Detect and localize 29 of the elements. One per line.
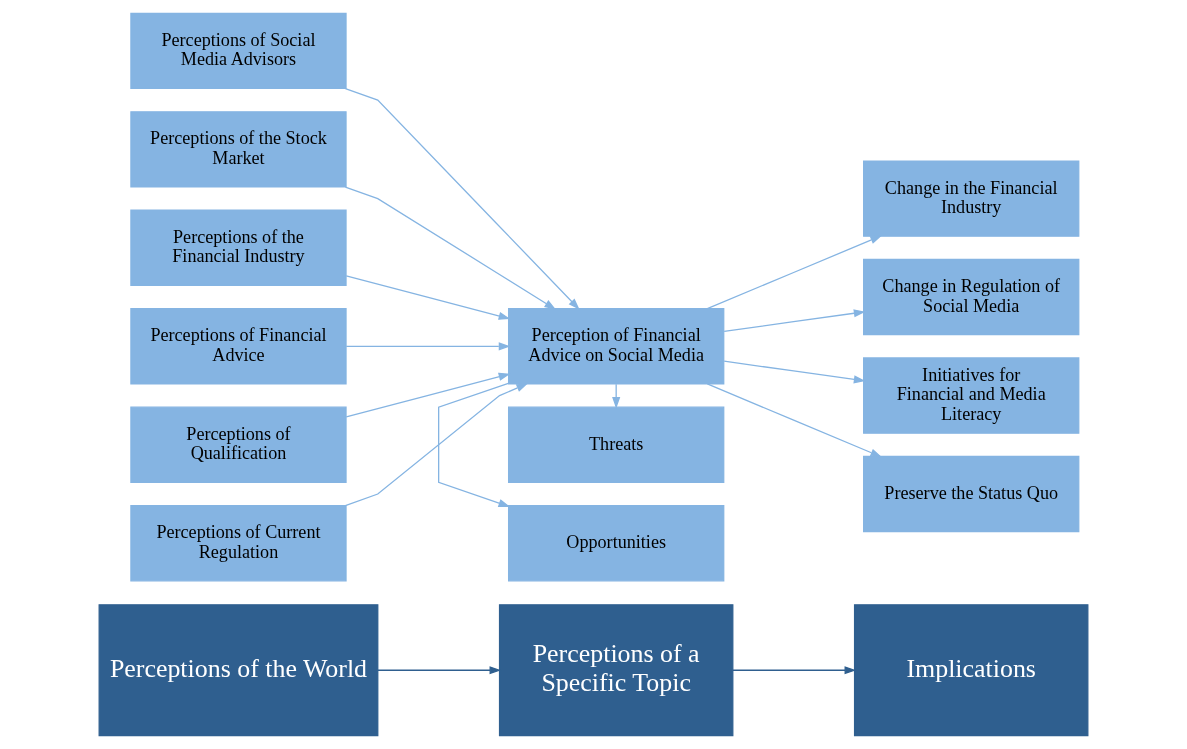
arrow — [706, 235, 883, 310]
node-box: Perception of Financial Advice on Social Media — [508, 308, 725, 385]
node-box: Perceptions of a Specific Topic — [498, 604, 734, 737]
arrow — [723, 360, 866, 384]
arrow — [344, 186, 557, 310]
arrow — [732, 666, 857, 675]
node-box: Change in the Financial Industry — [863, 160, 1080, 237]
node-box: Perceptions of Current Regulation — [130, 505, 347, 582]
node-box: Perceptions of the Financial Industry — [130, 209, 347, 287]
arrow — [345, 372, 511, 418]
node-box: Implications — [853, 604, 1089, 737]
arrow — [345, 342, 511, 351]
arrow — [344, 383, 529, 507]
arrow — [723, 309, 866, 333]
node-box: Perceptions of Qualification — [130, 406, 347, 483]
node-box: Perceptions of Financial Advice — [130, 308, 347, 385]
arrow — [345, 275, 511, 320]
node-box: Change in Regulation of Social Media — [863, 258, 1080, 336]
arrow — [377, 666, 502, 675]
node-box: Threats — [508, 406, 725, 483]
node-box: Perceptions of the World — [98, 604, 379, 737]
node-box: Perceptions of Social Media Advisors — [130, 12, 347, 90]
node-box: Preserve the Status Quo — [863, 455, 1080, 533]
arrow — [344, 87, 580, 310]
arrow — [438, 382, 511, 507]
node-box: Perceptions of the Stock Market — [130, 111, 347, 188]
node-box: Opportunities — [508, 505, 725, 582]
arrow — [706, 383, 883, 458]
node-box: Initiatives for Financial and Media Literacy — [863, 357, 1080, 434]
